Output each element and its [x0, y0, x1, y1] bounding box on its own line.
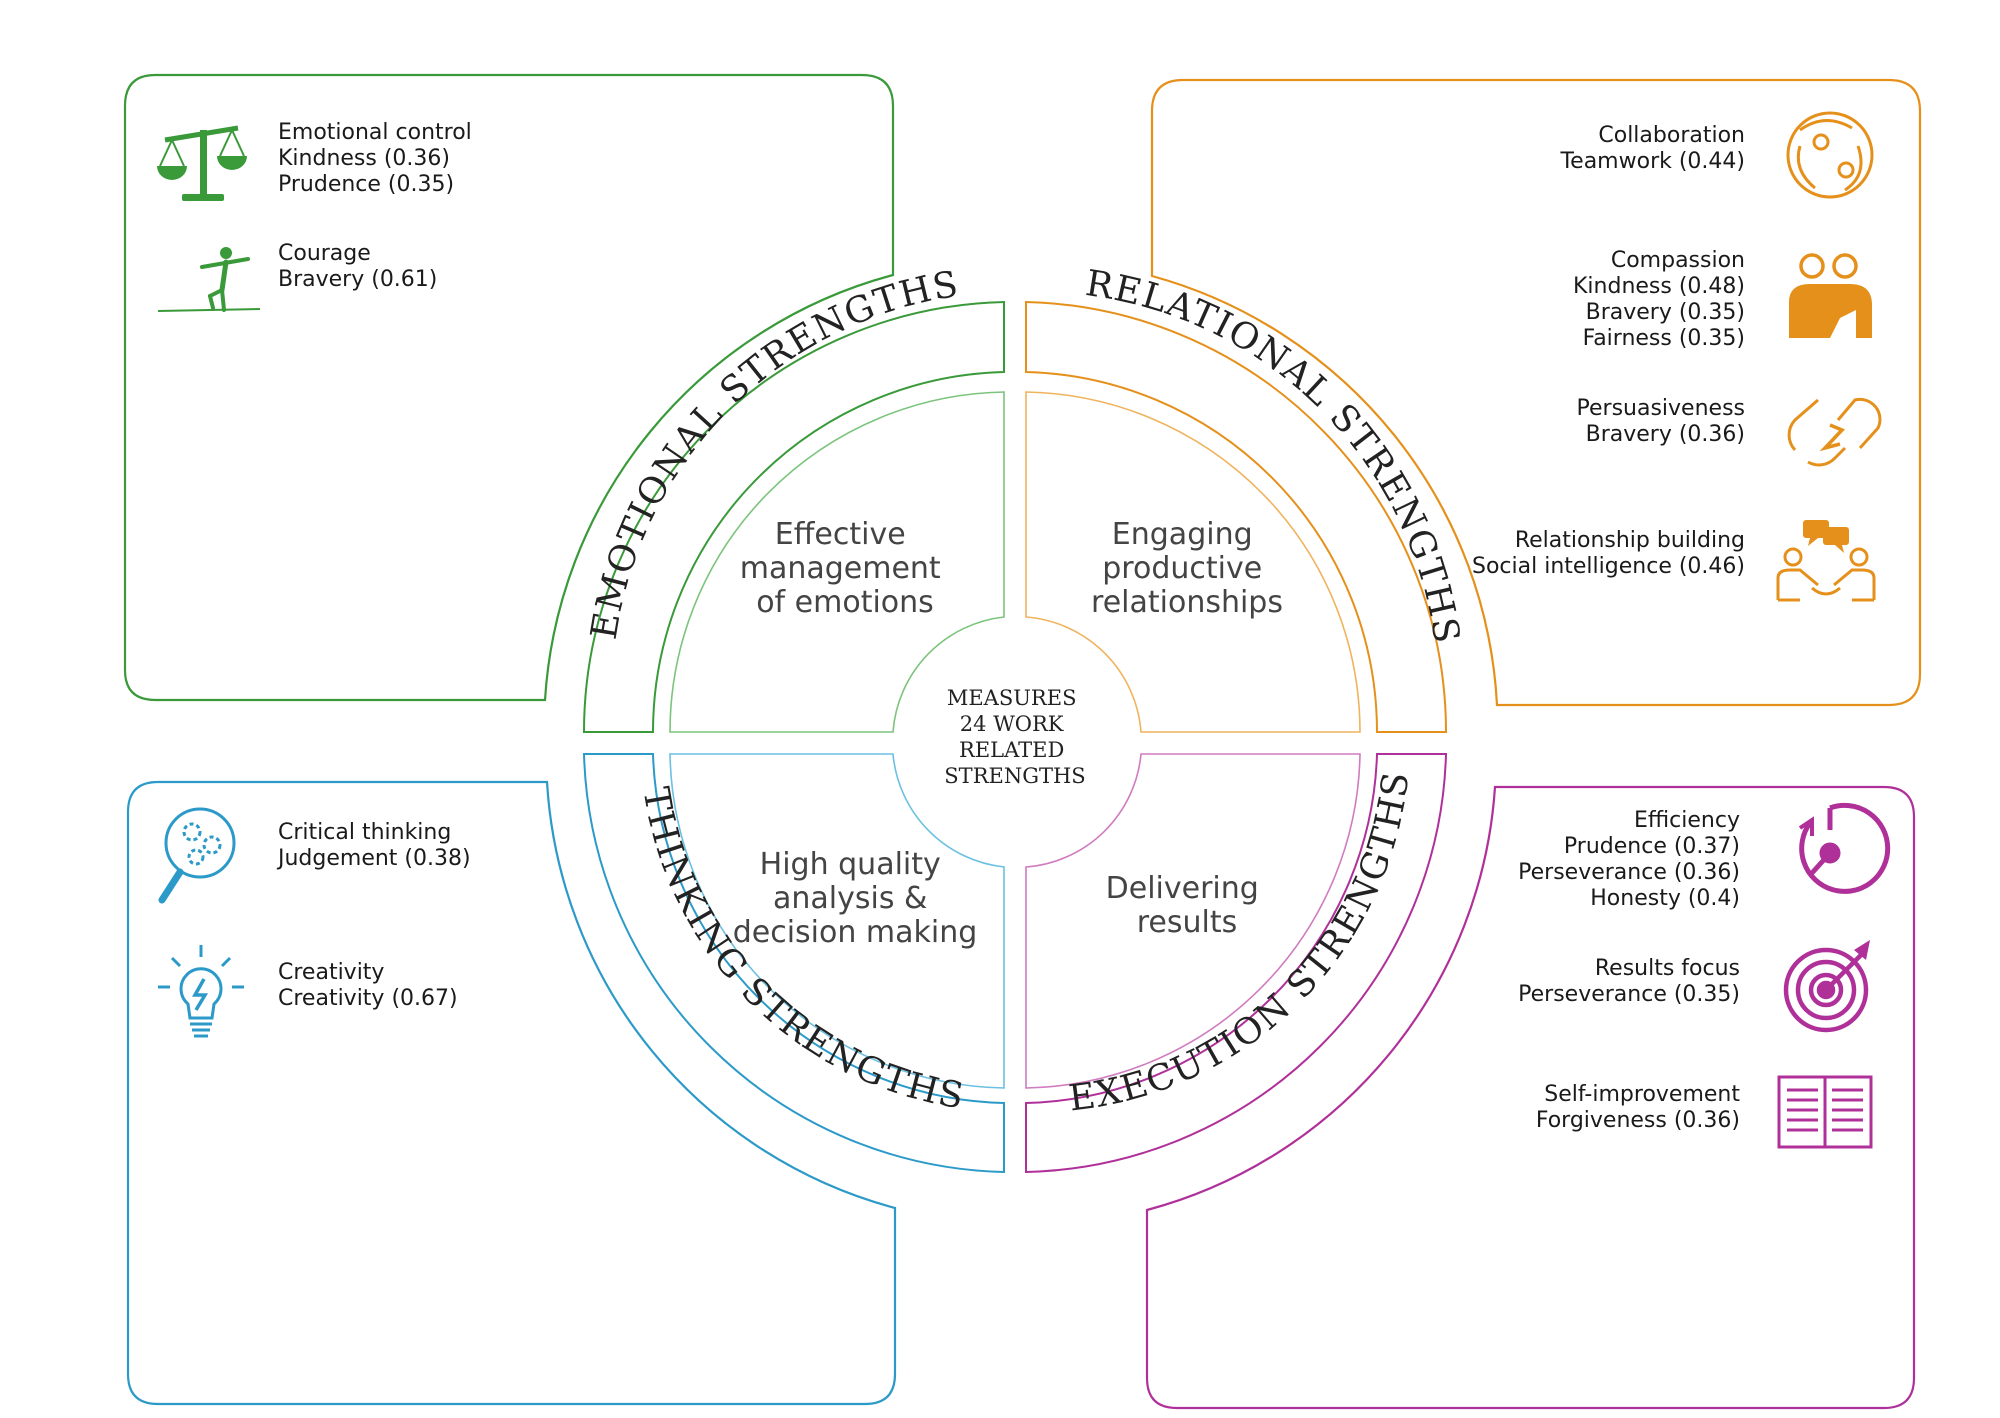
- item-line: Perseverance (0.35): [1518, 982, 1740, 1007]
- lightbulb-icon: [158, 945, 244, 1038]
- teamwork-circle-icon: [1786, 111, 1874, 199]
- magnet-icon: [1787, 397, 1882, 467]
- emotional-panel: [123, 73, 895, 702]
- item-title: Emotional control: [278, 120, 472, 145]
- execution-ring: [1025, 753, 1448, 1174]
- relational-item-persuasiveness: Persuasiveness Bravery (0.36): [1577, 396, 1745, 448]
- emotional-item-courage: Courage Bravery (0.61): [278, 241, 437, 293]
- item-line: Kindness (0.36): [278, 146, 450, 171]
- execution-item-efficiency: Efficiency Prudence (0.37) Perseverance …: [1518, 808, 1740, 912]
- item-line: Prudence (0.37): [1563, 834, 1740, 859]
- thinking-ring-label: THINKING STRENGTHS: [635, 784, 968, 1117]
- item-line: Perseverance (0.36): [1518, 860, 1740, 885]
- relational-item-relationship-building: Relationship building Social intelligenc…: [1472, 528, 1745, 580]
- stopwatch-icon: [1798, 802, 1891, 894]
- item-line: Social intelligence (0.46): [1472, 554, 1745, 579]
- item-line: Kindness (0.48): [1573, 274, 1745, 299]
- item-line: Teamwork (0.44): [1560, 149, 1745, 174]
- item-title: Collaboration: [1598, 123, 1745, 148]
- execution-inner-quadrant: [1025, 753, 1361, 1089]
- relational-item-compassion: Compassion Kindness (0.48) Bravery (0.35…: [1573, 248, 1745, 352]
- execution-item-self-improvement: Self-improvement Forgiveness (0.36): [1536, 1082, 1740, 1134]
- item-line: Creativity (0.67): [278, 986, 458, 1011]
- item-title: Relationship building: [1514, 528, 1745, 553]
- conversation-icon: [1776, 520, 1876, 602]
- item-title: Results focus: [1594, 956, 1740, 981]
- target-icon: [1783, 940, 1870, 1033]
- magnifier-gears-icon: [158, 807, 236, 904]
- item-line: Bravery (0.36): [1585, 422, 1745, 447]
- item-title: Efficiency: [1634, 808, 1740, 833]
- book-icon: [1777, 1075, 1873, 1149]
- item-title: Self-improvement: [1544, 1082, 1740, 1107]
- item-line: Bravery (0.35): [1585, 300, 1745, 325]
- execution-item-results-focus: Results focus Perseverance (0.35): [1518, 956, 1740, 1008]
- item-title: Creativity: [278, 960, 385, 985]
- thinking-inner-text: High quality analysis & decision making: [733, 847, 978, 950]
- relational-panel: [1150, 78, 1922, 707]
- execution-ring-label: EXECUTION STRENGTHS: [1066, 769, 1417, 1120]
- item-line: Fairness (0.35): [1582, 326, 1745, 351]
- people-embrace-icon: [1789, 253, 1872, 338]
- relational-item-collaboration: Collaboration Teamwork (0.44): [1560, 123, 1745, 175]
- item-line: Bravery (0.61): [278, 267, 438, 292]
- relational-inner-text: Engaging productive relationships: [1091, 517, 1283, 620]
- tightrope-icon: [157, 247, 261, 312]
- item-line: Forgiveness (0.36): [1535, 1108, 1740, 1133]
- item-line: Prudence (0.35): [278, 172, 455, 197]
- item-title: Critical thinking: [278, 820, 452, 845]
- execution-panel: [1145, 785, 1916, 1410]
- emotional-inner-quadrant: [669, 391, 1005, 733]
- item-title: Courage: [278, 241, 371, 266]
- relational-inner-quadrant: [1025, 391, 1361, 733]
- center-label: MEASURES 24 WORK RELATED STRENGTHS: [944, 686, 1085, 788]
- item-title: Compassion: [1610, 248, 1745, 273]
- thinking-item-critical-thinking: Critical thinking Judgement (0.38): [278, 820, 471, 872]
- thinking-panel: [126, 780, 897, 1406]
- item-title: Persuasiveness: [1576, 396, 1745, 421]
- thinking-ring: [582, 753, 1005, 1174]
- emotional-ring: [582, 300, 1005, 733]
- emotional-inner-text: Effective management of emotions: [740, 517, 951, 620]
- execution-inner-text: Delivering results: [1106, 871, 1269, 940]
- thinking-inner-quadrant: [669, 753, 1005, 1089]
- item-line: Honesty (0.4): [1590, 886, 1740, 911]
- item-line: Judgement (0.38): [278, 846, 471, 871]
- scales-icon: [157, 125, 247, 201]
- relational-ring: [1025, 300, 1448, 733]
- emotional-item-emotional-control: Emotional control Kindness (0.36) Pruden…: [278, 120, 472, 198]
- thinking-item-creativity: Creativity Creativity (0.67): [278, 960, 458, 1012]
